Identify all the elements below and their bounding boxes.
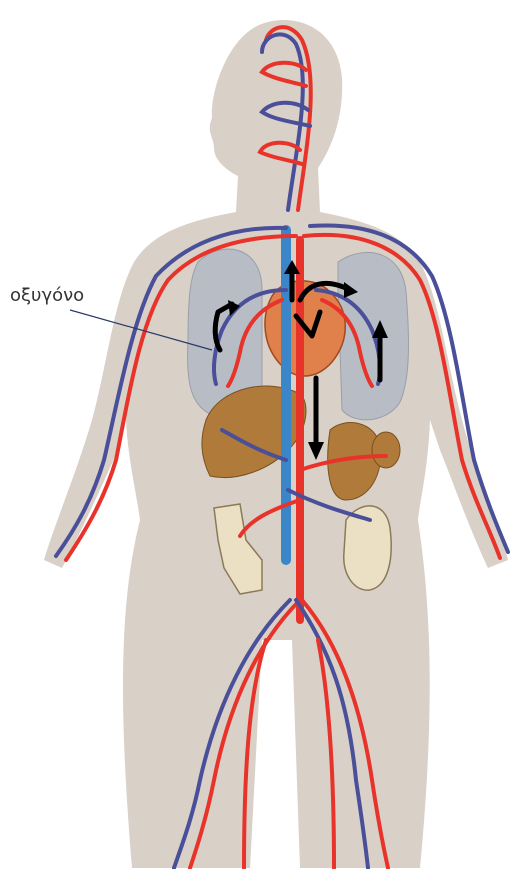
oxygen-label: οξυγόνο: [10, 285, 84, 306]
kidney: [372, 432, 400, 468]
